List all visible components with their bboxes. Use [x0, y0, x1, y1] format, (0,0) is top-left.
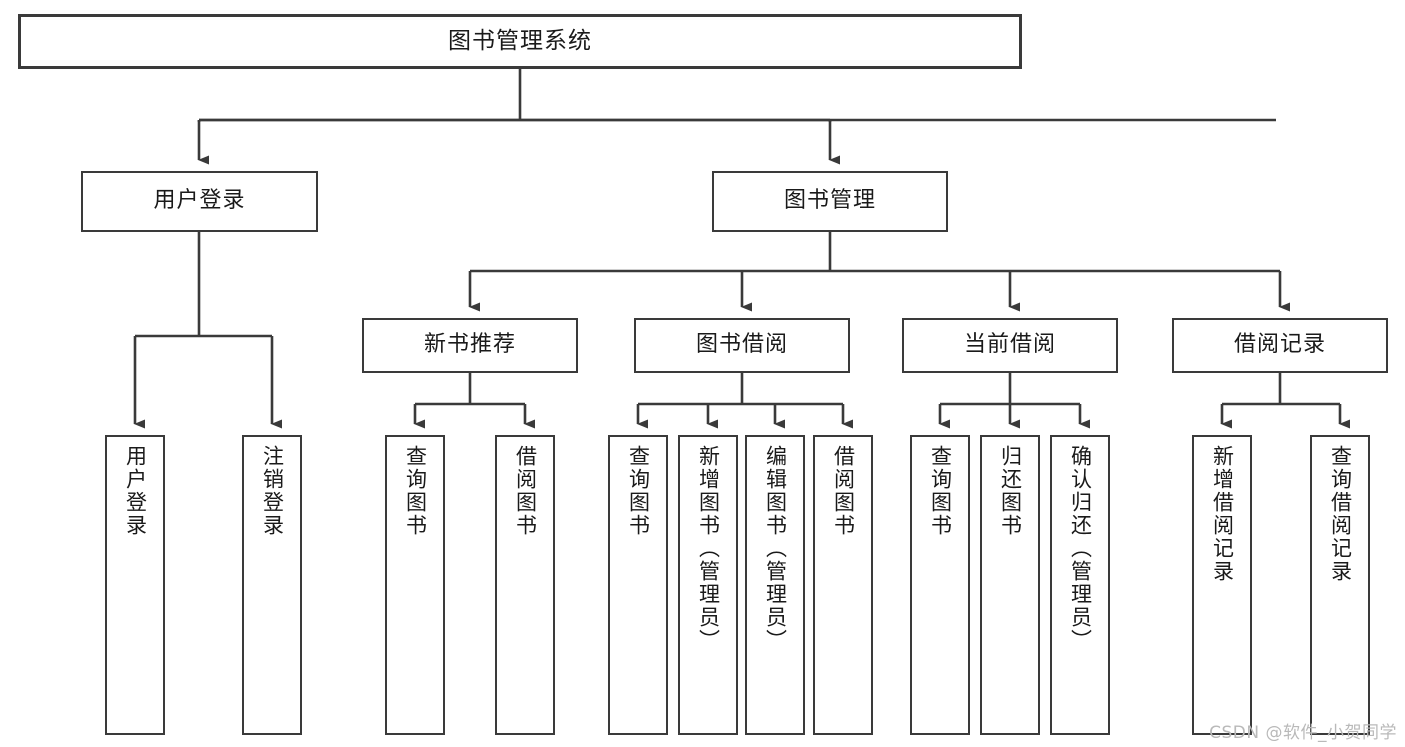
node-leaf-edit-book-label: 编辑图书（管理员） — [763, 445, 788, 652]
node-book-manage-label: 图书管理 — [783, 188, 876, 214]
node-leaf-confirm-return-label: 确认归还（管理员） — [1068, 445, 1093, 652]
node-leaf-borrow-book-2-label: 借阅图书 — [831, 445, 856, 537]
node-borrow-record-label: 借阅记录 — [1233, 332, 1326, 358]
node-leaf-query-book-2-label: 查询图书 — [626, 445, 651, 537]
node-leaf-logout-login[interactable]: 注销登录 — [242, 435, 302, 735]
node-user-login[interactable]: 用户登录 — [81, 171, 318, 232]
node-book-borrow-label: 图书借阅 — [695, 332, 788, 358]
node-leaf-return-book-label: 归还图书 — [998, 445, 1023, 537]
node-new-book-recommend[interactable]: 新书推荐 — [362, 318, 578, 373]
node-leaf-logout-login-label: 注销登录 — [260, 445, 285, 537]
node-leaf-user-login-label: 用户登录 — [123, 445, 148, 537]
node-leaf-add-record[interactable]: 新增借阅记录 — [1192, 435, 1252, 735]
node-root-label: 图书管理系统 — [448, 27, 592, 54]
node-leaf-borrow-book-1[interactable]: 借阅图书 — [495, 435, 555, 735]
node-leaf-return-book[interactable]: 归还图书 — [980, 435, 1040, 735]
node-leaf-user-login[interactable]: 用户登录 — [105, 435, 165, 735]
node-leaf-add-record-label: 新增借阅记录 — [1210, 445, 1235, 583]
node-user-login-label: 用户登录 — [153, 188, 246, 214]
node-leaf-query-book-3[interactable]: 查询图书 — [910, 435, 970, 735]
node-leaf-confirm-return[interactable]: 确认归还（管理员） — [1050, 435, 1110, 735]
node-borrow-record[interactable]: 借阅记录 — [1172, 318, 1388, 373]
node-leaf-query-book-2[interactable]: 查询图书 — [608, 435, 668, 735]
node-root[interactable]: 图书管理系统 — [18, 14, 1022, 69]
node-new-book-recommend-label: 新书推荐 — [423, 332, 516, 358]
node-leaf-query-book-1[interactable]: 查询图书 — [385, 435, 445, 735]
node-current-borrow[interactable]: 当前借阅 — [902, 318, 1118, 373]
node-leaf-add-book-label: 新增图书（管理员） — [696, 445, 721, 652]
node-leaf-add-book[interactable]: 新增图书（管理员） — [678, 435, 738, 735]
node-leaf-query-book-1-label: 查询图书 — [403, 445, 428, 537]
node-current-borrow-label: 当前借阅 — [963, 332, 1056, 358]
node-leaf-borrow-book-2[interactable]: 借阅图书 — [813, 435, 873, 735]
node-book-manage[interactable]: 图书管理 — [712, 171, 948, 232]
node-leaf-query-record[interactable]: 查询借阅记录 — [1310, 435, 1370, 735]
node-book-borrow[interactable]: 图书借阅 — [634, 318, 850, 373]
node-leaf-query-record-label: 查询借阅记录 — [1328, 445, 1353, 583]
node-leaf-borrow-book-1-label: 借阅图书 — [513, 445, 538, 537]
node-leaf-edit-book[interactable]: 编辑图书（管理员） — [745, 435, 805, 735]
node-leaf-query-book-3-label: 查询图书 — [928, 445, 953, 537]
